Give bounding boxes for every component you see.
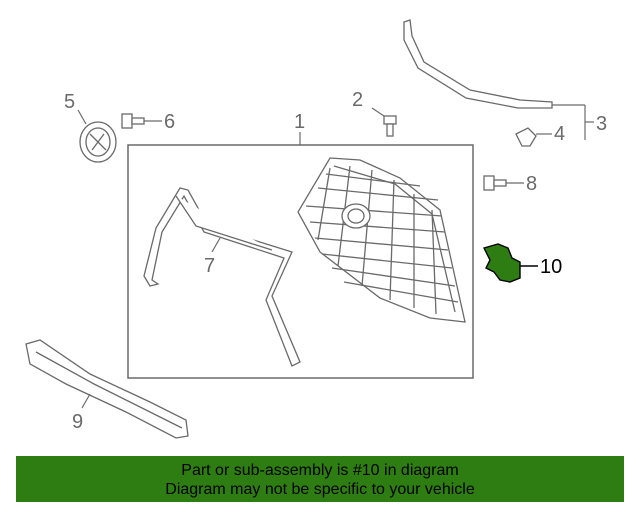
- bolt-2: [383, 115, 397, 137]
- leader-line-9: [81, 393, 91, 409]
- leader-line-7: [211, 237, 221, 253]
- banner-line-2: Diagram may not be specific to your vehi…: [165, 481, 475, 498]
- callout-2: 2: [352, 89, 363, 111]
- info-banner: Part or sub-assembly is #10 in diagram D…: [16, 456, 624, 502]
- lower-absorber-9: [25, 339, 189, 439]
- callout-9: 9: [72, 411, 83, 433]
- banner-line-1: Part or sub-assembly is #10 in diagram: [181, 462, 459, 479]
- screw-6: [121, 113, 145, 129]
- grille-mesh: [297, 157, 466, 323]
- callout-4: 4: [554, 123, 565, 145]
- parts-diagram: 1 7 3 4: [25, 19, 607, 439]
- leader-line-2: [371, 107, 385, 117]
- callout-8: 8: [526, 173, 537, 195]
- highlighted-bracket-10: [482, 243, 521, 283]
- callout-5: 5: [64, 91, 75, 113]
- callout-3: 3: [596, 113, 607, 135]
- callout-7: 7: [204, 255, 215, 277]
- leader-line-5: [77, 109, 87, 125]
- emblem-5: [79, 121, 117, 163]
- bolt-8: [483, 175, 507, 191]
- grille-molding-7: [143, 187, 301, 367]
- callout-1: 1: [294, 111, 305, 133]
- callout-10: 10: [540, 256, 562, 278]
- callout-6: 6: [164, 111, 175, 133]
- upper-molding-3: [403, 19, 553, 109]
- clip-4: [515, 127, 537, 147]
